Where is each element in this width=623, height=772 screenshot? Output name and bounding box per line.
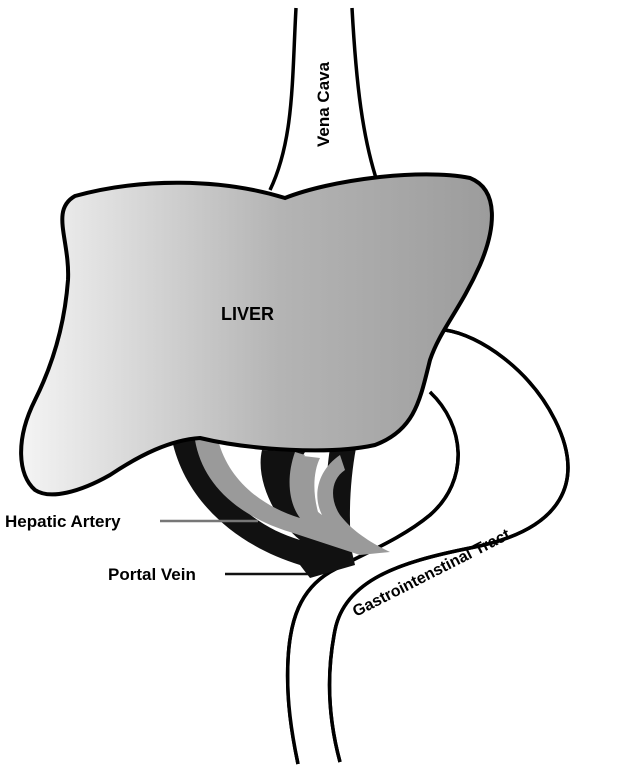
liver-shape	[21, 174, 492, 494]
hepatic-artery-label: Hepatic Artery	[5, 512, 121, 531]
liver-label: LIVER	[221, 304, 274, 324]
vena-cava-label: Vena Cava	[314, 61, 333, 147]
portal-vein-label: Portal Vein	[108, 565, 196, 584]
